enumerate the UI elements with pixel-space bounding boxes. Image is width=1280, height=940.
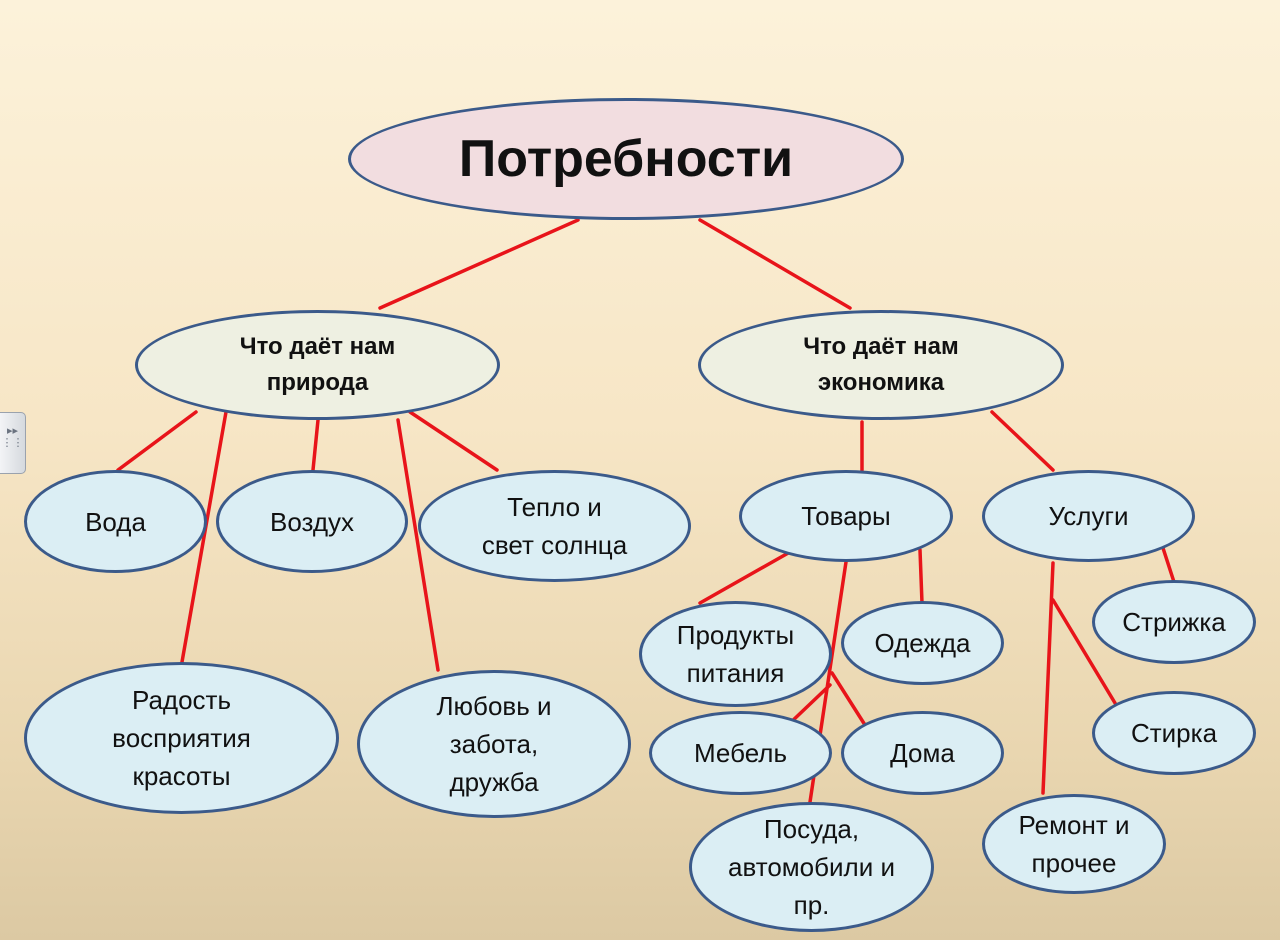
grip-dots-icon: ⋮⋮ (1, 437, 24, 449)
dishes-cars-label: Посуда, автомобили и пр. (728, 814, 895, 920)
food-node: Продукты питания (639, 601, 832, 707)
connector-goods-clothes (918, 548, 924, 605)
repair-node: Ремонт и прочее (982, 794, 1166, 894)
goods-label: Товары (801, 501, 891, 531)
side-panel-grip-handle[interactable]: ▸▸ ⋮⋮ (0, 412, 26, 474)
connector-food-houses (830, 671, 867, 727)
connector-nature-warmth (408, 410, 499, 472)
haircut-node: Стрижка (1092, 580, 1256, 664)
double-chevron-right-icon: ▸▸ (6, 425, 19, 437)
root-needs-label: Потребности (458, 130, 794, 188)
haircut-label: Стрижка (1122, 607, 1226, 637)
warmth-light-node: Тепло и свет солнца (418, 470, 691, 582)
connector-economy-services (990, 410, 1055, 472)
connector-services-laundry (1051, 598, 1117, 705)
repair-label: Ремонт и прочее (1018, 810, 1130, 878)
warmth-light-label: Тепло и свет солнца (481, 492, 628, 560)
food-label: Продукты питания (676, 620, 795, 688)
houses-node: Дома (841, 711, 1004, 795)
dishes-cars-node: Посуда, автомобили и пр. (689, 802, 934, 932)
services-label: Услуги (1048, 501, 1129, 531)
clothes-label: Одежда (874, 628, 971, 658)
nature-branch-node: Что даёт нам природа (135, 310, 500, 420)
connector-root-nature (378, 218, 580, 310)
laundry-label: Стирка (1130, 718, 1218, 748)
connector-goods-food (698, 550, 792, 605)
love-care-label: Любовь и забота, дружба (436, 691, 552, 797)
air-node: Воздух (216, 470, 408, 573)
economy-branch-node: Что даёт нам экономика (698, 310, 1064, 420)
connector-nature-love (396, 418, 440, 672)
clothes-node: Одежда (841, 601, 1004, 685)
connector-services-repair (1041, 561, 1055, 795)
goods-node: Товары (739, 470, 953, 562)
services-node: Услуги (982, 470, 1195, 562)
connector-nature-water (116, 410, 198, 472)
love-care-node: Любовь и забота, дружба (357, 670, 631, 818)
furniture-label: Мебель (693, 738, 788, 768)
houses-label: Дома (890, 738, 955, 768)
laundry-node: Стирка (1092, 691, 1256, 775)
connector-root-economy (698, 218, 852, 310)
nature-branch-label: Что даёт нам природа (239, 333, 396, 396)
beauty-node: Радость восприятия красоты (24, 662, 339, 814)
economy-branch-label: Что даёт нам экономика (803, 333, 959, 396)
connector-nature-air (311, 418, 320, 472)
water-node: Вода (24, 470, 207, 573)
furniture-node: Мебель (649, 711, 832, 795)
connector-nature-beauty (180, 410, 228, 664)
air-label: Воздух (269, 506, 355, 537)
water-label: Вода (85, 506, 146, 537)
beauty-label: Радость восприятия красоты (112, 685, 251, 791)
root-needs-node: Потребности (348, 98, 904, 220)
connector-services-haircut (1161, 546, 1176, 584)
